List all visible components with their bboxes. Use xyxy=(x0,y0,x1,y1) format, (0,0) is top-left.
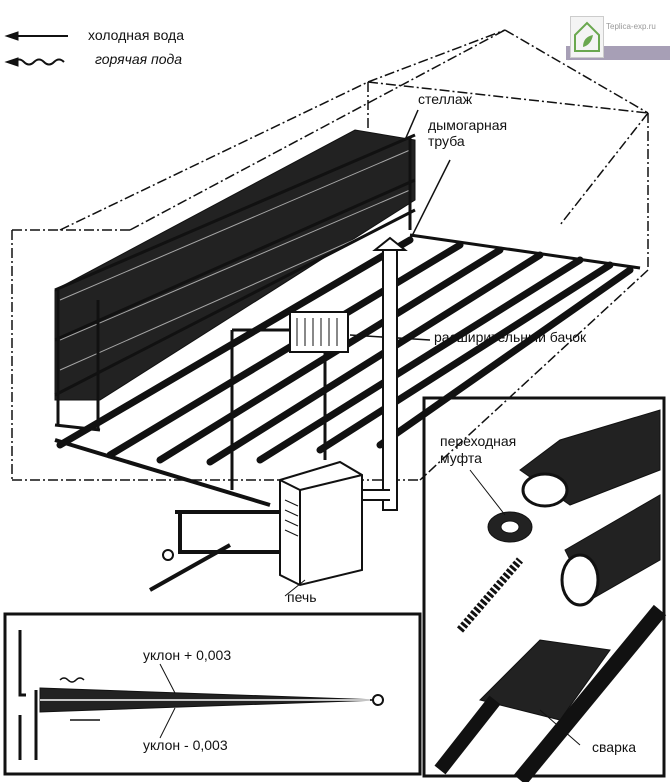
label-flue-pipe-2: труба xyxy=(428,133,465,149)
legend-cold-water: холодная вода xyxy=(88,27,184,43)
watermark: Teplica-exp.ru xyxy=(566,14,670,60)
slope-detail-inset xyxy=(3,612,422,776)
label-expansion-tank: расширительный бачок xyxy=(434,329,587,345)
label-flue-pipe-1: дымогарная xyxy=(428,117,508,133)
label-slope-down: уклон - 0,003 xyxy=(143,737,228,753)
expansion-tank xyxy=(230,311,349,490)
label-rack: стеллаж xyxy=(418,91,473,107)
floor-pipes xyxy=(56,236,634,466)
greenhouse-outline xyxy=(11,29,649,481)
legend-hot-water: горячая пода xyxy=(95,51,183,67)
rack xyxy=(54,129,416,432)
flue-pipe xyxy=(360,236,408,511)
house-leaf-logo-icon xyxy=(570,16,604,58)
label-weld: сварка xyxy=(592,739,637,755)
label-stove: печь xyxy=(287,589,317,605)
stove xyxy=(149,460,363,592)
hot-water-arrow-icon xyxy=(4,57,65,67)
pipe-joint-inset xyxy=(422,396,667,782)
cold-water-arrow-icon xyxy=(4,31,68,41)
label-adapter-1: переходная xyxy=(440,433,517,449)
watermark-text: Teplica-exp.ru xyxy=(606,22,656,31)
label-slope-up: уклон + 0,003 xyxy=(143,647,232,663)
label-adapter-2: муфта xyxy=(440,450,482,466)
